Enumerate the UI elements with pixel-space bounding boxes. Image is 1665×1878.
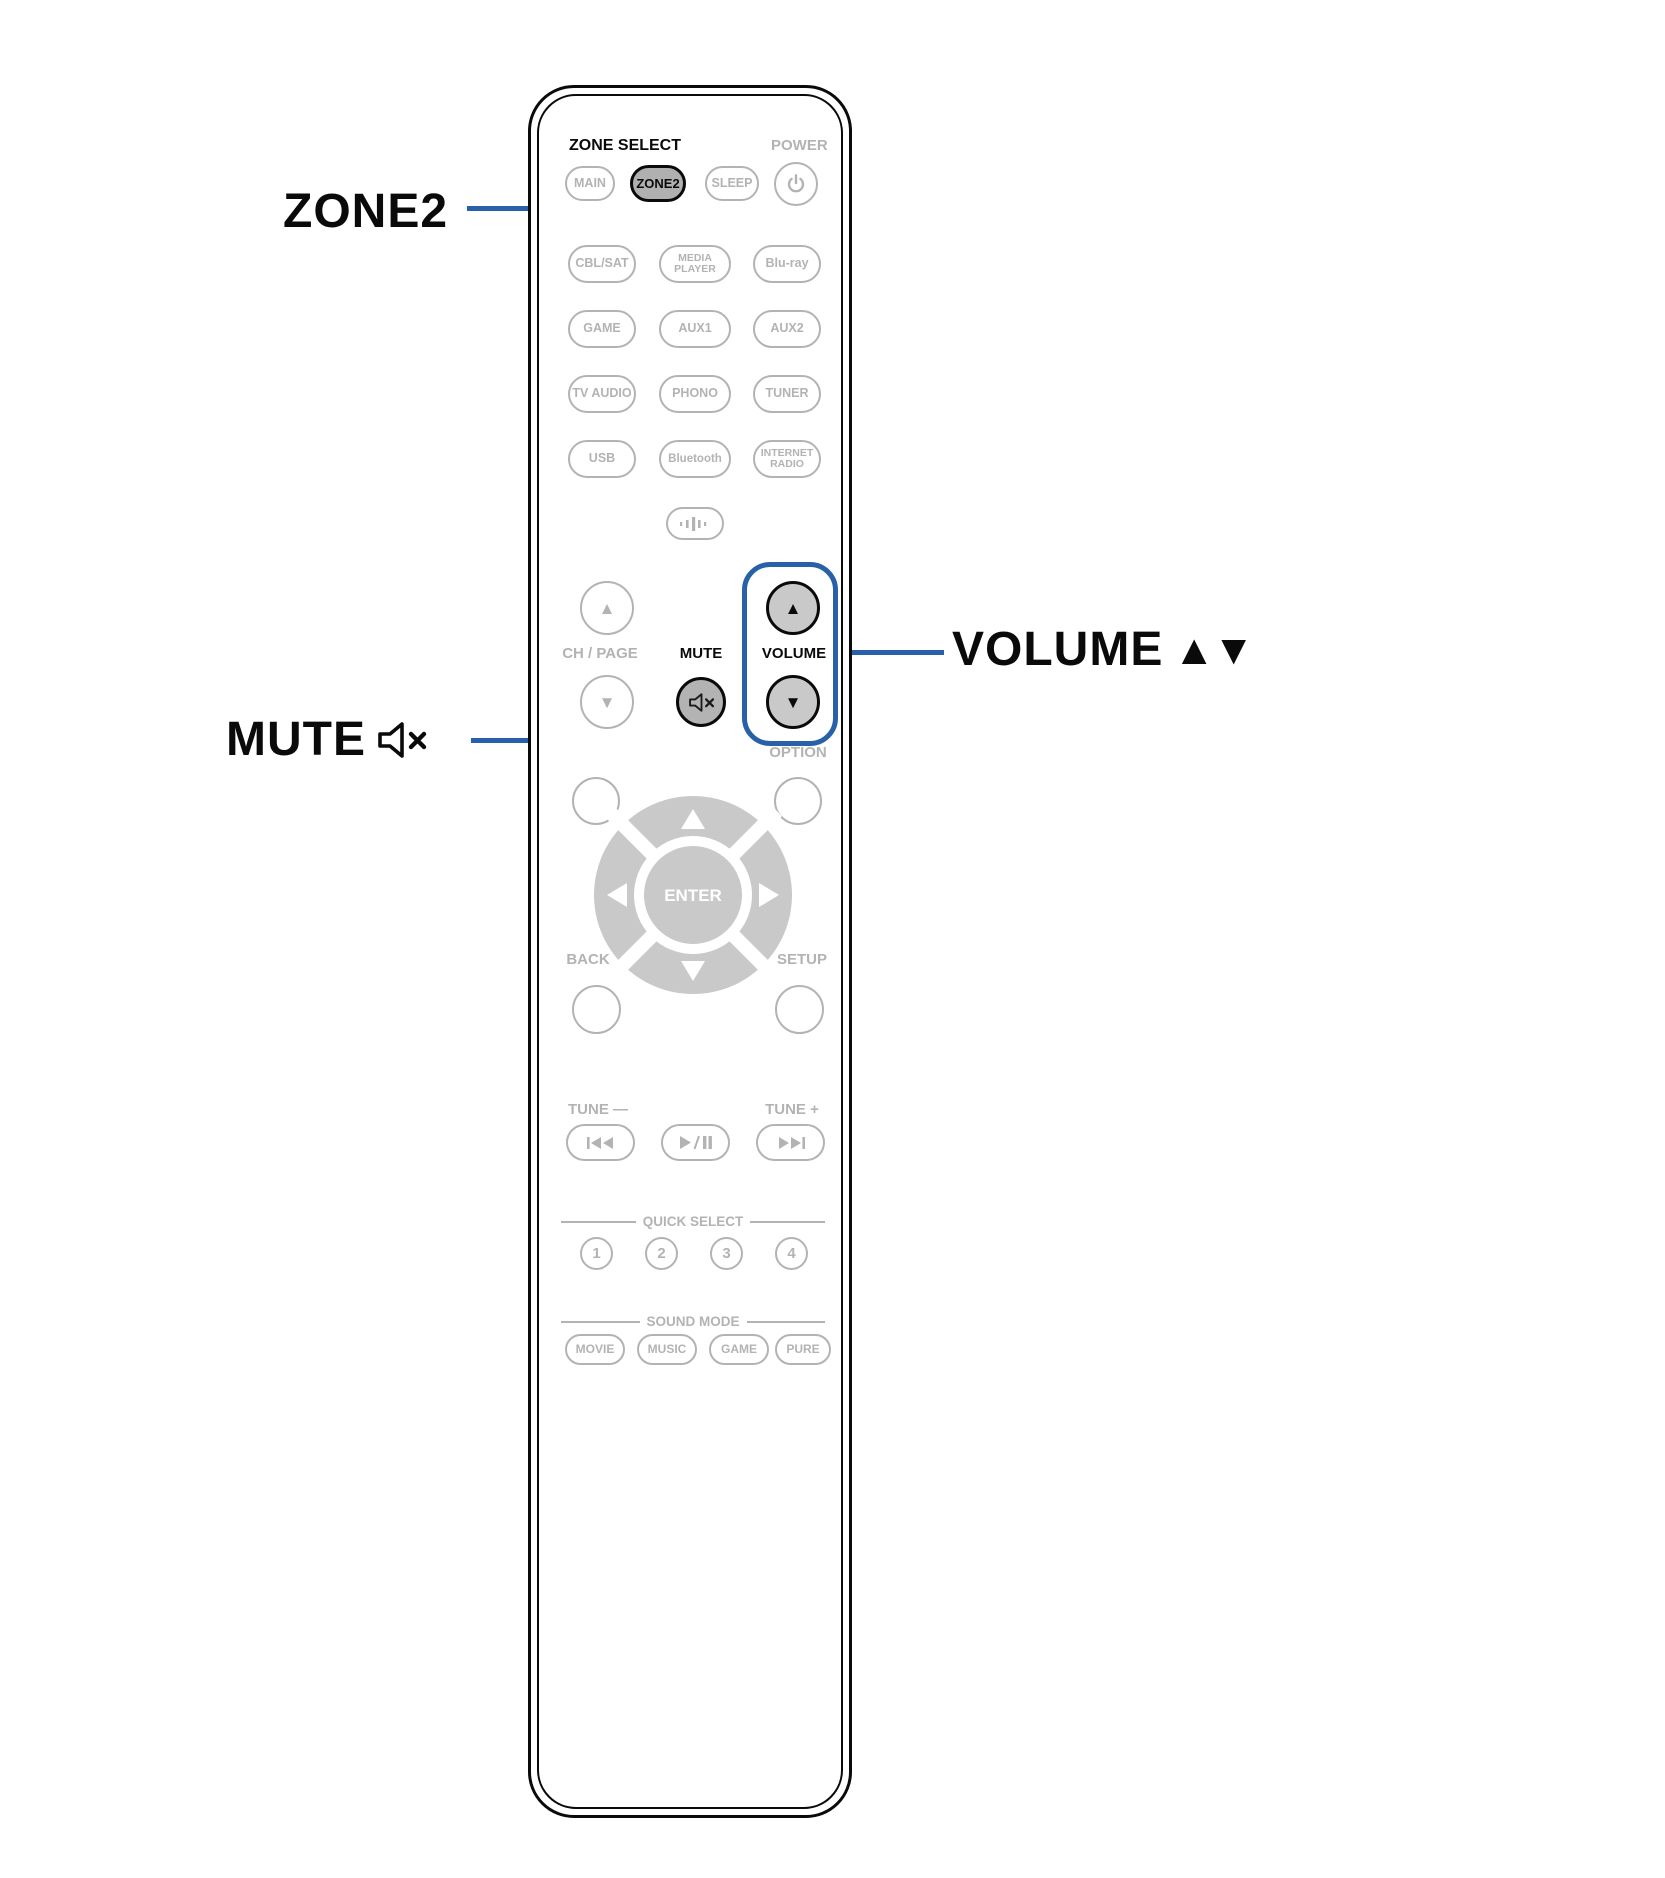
source-button-aux1[interactable]: AUX1 — [659, 310, 731, 348]
zone-select-label: ZONE SELECT — [569, 137, 682, 154]
sound-mode-pure-button[interactable]: PURE — [775, 1334, 831, 1365]
back-button[interactable] — [572, 985, 621, 1034]
ch-page-up-button[interactable]: ▲ — [580, 581, 634, 635]
mute-label: MUTE — [679, 645, 723, 662]
divider-line — [561, 1320, 640, 1323]
audio-signal-icon — [680, 516, 707, 531]
up-arrow-icon: ▲ — [784, 598, 802, 618]
enter-label: ENTER — [664, 886, 722, 905]
divider-line — [746, 1320, 826, 1323]
volume-callout-label: VOLUME ▲▼ — [952, 622, 1254, 677]
option-label: OPTION — [769, 744, 827, 761]
main-button[interactable]: MAIN — [565, 166, 615, 201]
source-button-phono[interactable]: PHONO — [659, 375, 731, 413]
sound-mode-movie-button[interactable]: MOVIE — [565, 1334, 625, 1365]
divider-line — [561, 1220, 636, 1223]
quick-select-label: QUICK SELECT — [642, 1214, 744, 1229]
quick-select-3-button[interactable]: 3 — [710, 1237, 743, 1270]
source-button-tuner[interactable]: TUNER — [753, 375, 821, 413]
volume-updown-icon: ▲▼ — [1173, 625, 1254, 673]
source-button-internet-radio[interactable]: INTERNET RADIO — [753, 440, 821, 478]
down-arrow-icon: ▼ — [598, 692, 616, 712]
zone2-callout-text: ZONE2 — [283, 185, 449, 238]
volume-label: VOLUME — [761, 645, 827, 662]
ch-page-label: CH / PAGE — [562, 645, 638, 662]
source-button-blu-ray[interactable]: Blu-ray — [753, 245, 821, 283]
power-label: POWER — [771, 137, 828, 154]
dpad-right-icon — [759, 883, 779, 907]
back-label: BACK — [566, 951, 610, 968]
skip-back-icon — [586, 1136, 613, 1149]
source-button-cbl-sat[interactable]: CBL/SAT — [568, 245, 636, 283]
source-button-game[interactable]: GAME — [568, 310, 636, 348]
mute-button[interactable] — [676, 677, 726, 727]
mute-icon — [378, 721, 427, 758]
volume-down-button[interactable]: ▼ — [766, 675, 820, 729]
sound-mode-game-button[interactable]: GAME — [709, 1334, 769, 1365]
mute-callout-label: MUTE — [226, 712, 428, 767]
source-button-tv-audio[interactable]: TV AUDIO — [568, 375, 636, 413]
setup-button[interactable] — [775, 985, 824, 1034]
source-button-media-player[interactable]: MEDIA PLAYER — [659, 245, 731, 283]
source-button-usb[interactable]: USB — [568, 440, 636, 478]
quick-select-4-button[interactable]: 4 — [775, 1237, 808, 1270]
play-pause-icon — [679, 1135, 712, 1150]
zone2-callout-label: ZONE2 — [283, 184, 448, 239]
dpad[interactable]: ENTER — [591, 793, 795, 997]
up-arrow-icon: ▲ — [598, 598, 616, 618]
dpad-down-icon — [681, 961, 705, 981]
source-button-bluetooth[interactable]: Bluetooth — [659, 440, 731, 478]
ch-page-down-button[interactable]: ▼ — [580, 675, 634, 729]
sound-mode-music-button[interactable]: MUSIC — [637, 1334, 697, 1365]
tune-plus-label: TUNE + — [765, 1101, 819, 1118]
quick-select-1-button[interactable]: 1 — [580, 1237, 613, 1270]
option-button[interactable] — [774, 777, 822, 825]
divider-line — [750, 1220, 826, 1223]
sleep-button[interactable]: SLEEP — [705, 166, 759, 201]
dpad-left-icon — [607, 883, 627, 907]
skip-forward-icon — [778, 1136, 805, 1149]
zone2-button[interactable]: ZONE2 — [630, 165, 686, 202]
audio-signal-button[interactable] — [666, 507, 724, 540]
volume-highlight-box — [742, 562, 838, 746]
remote-control-body: ZONE SELECT POWER MAIN ZONE2 SLEEP CBL/S… — [528, 85, 852, 1818]
setup-label: SETUP — [776, 951, 827, 968]
volume-up-button[interactable]: ▲ — [766, 581, 820, 635]
tune-minus-label: TUNE — — [568, 1101, 628, 1118]
volume-callout-text: VOLUME — [952, 623, 1164, 676]
sound-mode-label: SOUND MODE — [646, 1314, 740, 1329]
enter-button — [634, 836, 752, 954]
source-button-aux2[interactable]: AUX2 — [753, 310, 821, 348]
quick-select-header: QUICK SELECT — [561, 1214, 826, 1229]
play-pause-button[interactable] — [661, 1124, 730, 1161]
volume-callout-line — [836, 650, 944, 655]
skip-back-button[interactable] — [566, 1124, 635, 1161]
dpad-up-icon — [681, 809, 705, 829]
power-icon — [787, 174, 805, 193]
mute-callout-text: MUTE — [226, 713, 366, 766]
quick-select-2-button[interactable]: 2 — [645, 1237, 678, 1270]
sound-mode-header: SOUND MODE — [561, 1314, 826, 1329]
down-arrow-icon: ▼ — [784, 692, 802, 712]
power-button[interactable] — [774, 162, 818, 206]
mute-icon — [688, 692, 714, 712]
skip-forward-button[interactable] — [756, 1124, 825, 1161]
